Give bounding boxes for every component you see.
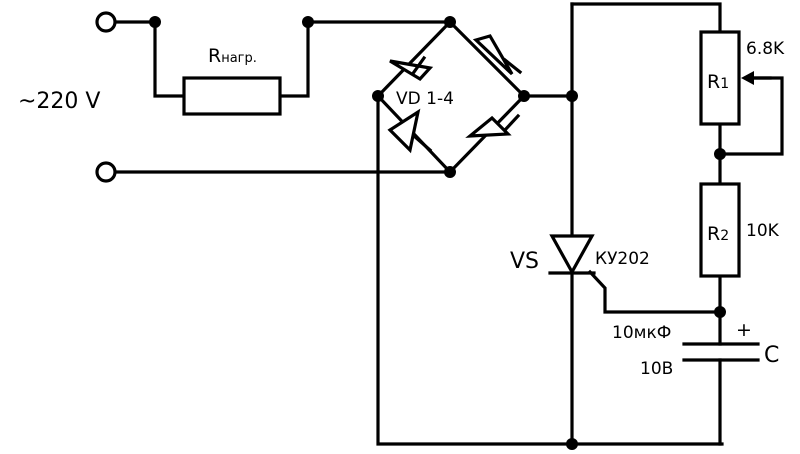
wire-input-top xyxy=(116,20,186,98)
label-thyristor: VS xyxy=(510,249,539,274)
thyristor-vs xyxy=(548,234,596,276)
label-cap-name: C xyxy=(764,343,779,368)
diode-vd2 xyxy=(472,34,523,76)
wire-gate-lead xyxy=(587,269,722,314)
label-cap-polarity: + xyxy=(736,319,752,341)
terminal-top xyxy=(95,11,117,33)
label-bridge: VD 1-4 xyxy=(396,89,454,109)
label-r1: R1 xyxy=(707,71,729,93)
label-source-voltage: ~220 V xyxy=(18,89,100,114)
wire-top-r1 xyxy=(570,2,722,34)
diode-vd1 xyxy=(389,55,434,82)
diode-vd3 xyxy=(387,108,433,154)
capacitor-c xyxy=(682,342,760,362)
diode-bridge xyxy=(387,34,523,154)
wire-load-to-bridge xyxy=(278,20,452,98)
wire-bridge-negative xyxy=(376,94,724,446)
label-r1-value: 6.8K xyxy=(746,39,785,59)
terminal-bottom xyxy=(95,161,117,183)
resistor-load xyxy=(182,76,282,116)
label-r2-value: 10K xyxy=(746,221,780,241)
diode-vd4 xyxy=(465,113,521,138)
wires xyxy=(116,2,784,446)
label-load-resistor: Rнагр. xyxy=(208,45,257,67)
resistor-r2 xyxy=(699,182,741,278)
label-cap-voltage: 10В xyxy=(640,359,673,379)
resistor-r1 xyxy=(699,30,772,126)
label-cap-value: 10мкФ xyxy=(612,323,671,343)
label-r2: R2 xyxy=(707,223,729,245)
label-thyristor-model: КУ202 xyxy=(595,249,650,269)
junction-dots xyxy=(149,16,726,450)
